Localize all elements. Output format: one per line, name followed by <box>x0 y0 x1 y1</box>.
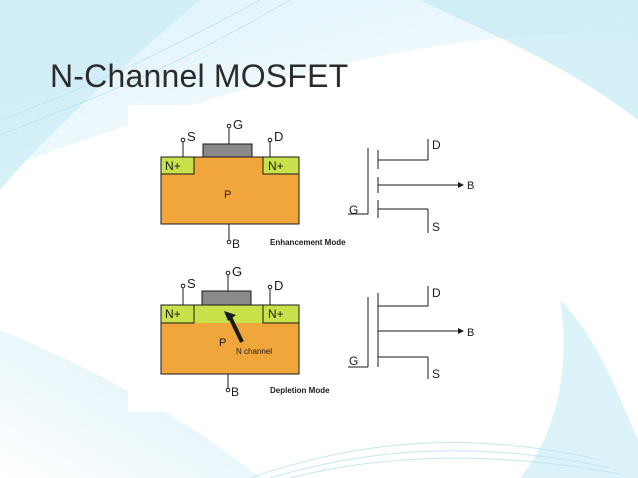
enhancement-symbol <box>348 139 464 233</box>
depletion-symbol-s: S <box>432 367 440 381</box>
mosfet-diagram-panel: S G D N+ N+ P B Enhancement Mode D B G S <box>128 105 510 412</box>
enhancement-mode-label: Enhancement Mode <box>270 238 346 247</box>
depletion-cross-section: S G D N+ N+ P N channel B Depletion Mode <box>160 264 330 399</box>
depletion-body-label: B <box>231 385 239 399</box>
enhancement-symbol-g: G <box>349 203 358 217</box>
depletion-source-label: S <box>187 276 196 291</box>
depletion-mode-label: Depletion Mode <box>270 386 330 395</box>
depletion-substrate-label: P <box>219 337 226 349</box>
depletion-symbol <box>348 286 464 379</box>
enhancement-symbol-s: S <box>432 220 440 234</box>
depletion-symbol-d: D <box>432 286 441 300</box>
enhancement-body-label: B <box>232 237 240 251</box>
enhancement-n-plus-right-label: N+ <box>268 159 284 173</box>
depletion-symbol-b: B <box>467 327 474 339</box>
enhancement-symbol-d: D <box>432 138 441 152</box>
enhancement-n-plus-left-label: N+ <box>165 159 181 173</box>
enhancement-symbol-b: B <box>467 180 474 192</box>
enhancement-n-plus-left <box>160 156 195 175</box>
enhancement-gate <box>202 143 253 158</box>
depletion-channel-arrow <box>228 316 244 343</box>
depletion-gate <box>201 290 252 306</box>
enhancement-drain-label: D <box>274 129 283 144</box>
enhancement-source-label: S <box>187 129 196 144</box>
depletion-n-plus-right-label: N+ <box>268 307 284 321</box>
enhancement-cross-section: S G D N+ N+ P B Enhancement Mode <box>160 117 346 251</box>
enhancement-substrate-label: P <box>224 189 231 201</box>
mosfet-diagram: S G D N+ N+ P B Enhancement Mode D B G S <box>160 117 474 399</box>
depletion-n-plus-left-label: N+ <box>165 307 181 321</box>
enhancement-gate-label: G <box>233 117 243 132</box>
depletion-drain-label: D <box>274 278 283 293</box>
depletion-symbol-g: G <box>349 354 358 368</box>
enhancement-n-plus-right <box>262 156 300 175</box>
depletion-gate-label: G <box>232 264 242 279</box>
depletion-channel-label: N channel <box>236 347 272 356</box>
slide-title: N-Channel MOSFET <box>50 58 349 94</box>
